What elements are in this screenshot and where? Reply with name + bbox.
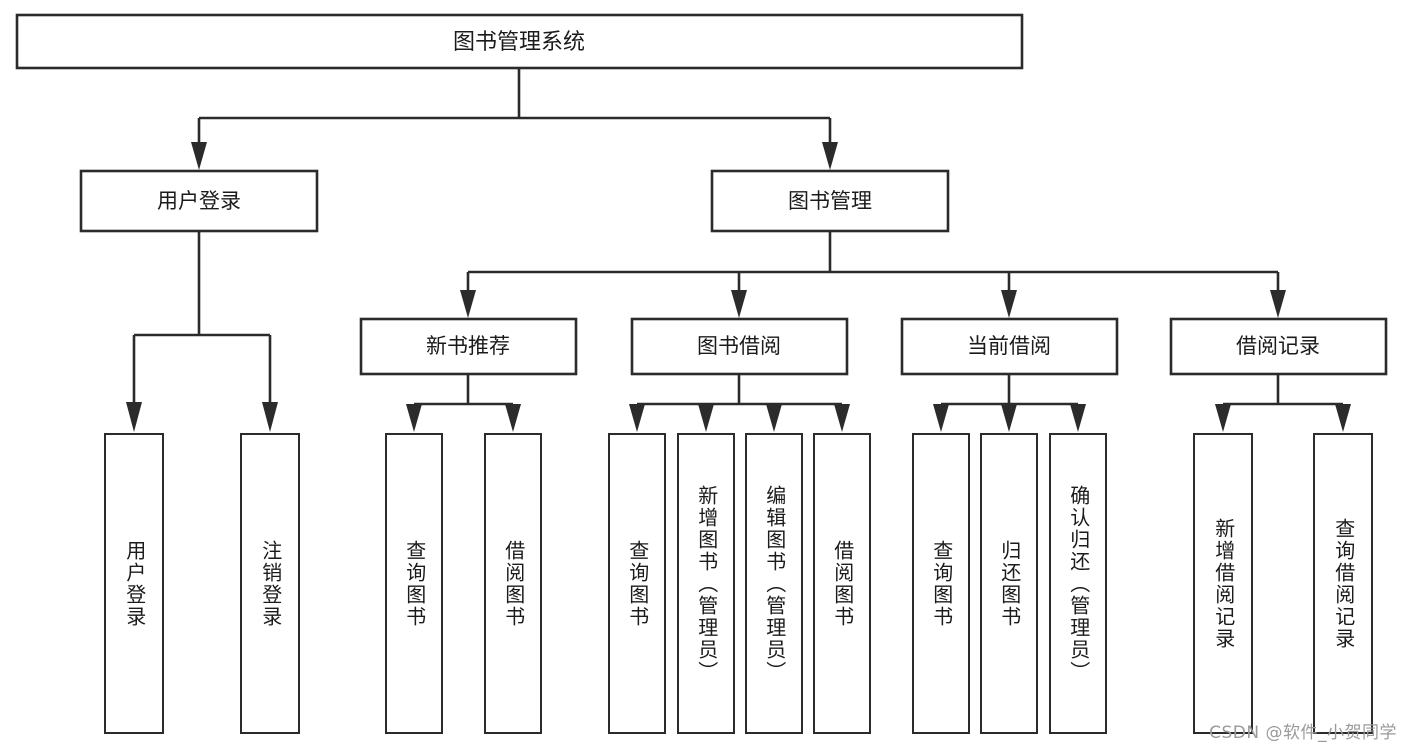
arrow-bookmgmt-to-newbook	[460, 290, 476, 318]
leaf-current-borrow-2-label: 归还图书	[997, 539, 1022, 628]
leaf-borrow-record-1-label: 新增借阅记录	[1211, 517, 1236, 650]
node-new-book-recommend[interactable]: 新书推荐	[359, 317, 578, 376]
arrow-newbook-leaf-1	[406, 404, 422, 432]
node-new-book-recommend-label: 新书推荐	[426, 334, 510, 358]
node-root-rect	[15, 13, 1024, 70]
arrow-borrow-leaf-3	[766, 404, 782, 432]
leaf-book-borrow-2[interactable]: 新增图书（管理员）	[677, 433, 735, 734]
leaf-borrow-record-2-label: 查询借阅记录	[1331, 517, 1356, 650]
node-book-management-rect	[710, 169, 950, 233]
node-borrow-record-rect	[1169, 317, 1388, 376]
arrow-record-leaf-1	[1215, 404, 1231, 432]
leaf-new-book-2-label: 借阅图书	[501, 539, 526, 628]
arrow-bookmgmt-to-current	[1001, 290, 1017, 318]
leaf-book-borrow-1-label: 查询图书	[625, 539, 650, 628]
node-root[interactable]: 图书管理系统	[15, 13, 1024, 70]
node-book-borrow-rect	[630, 317, 849, 376]
node-new-book-recommend-rect	[359, 317, 578, 376]
node-borrow-record[interactable]: 借阅记录	[1169, 317, 1388, 376]
arrow-current-leaf-1	[933, 404, 949, 432]
arrow-record-leaf-2	[1335, 404, 1351, 432]
node-user-login[interactable]: 用户登录	[79, 169, 319, 233]
leaf-book-borrow-4-label: 借阅图书	[830, 539, 855, 628]
arrow-borrow-leaf-2	[698, 404, 714, 432]
node-book-management-label: 图书管理	[788, 189, 872, 213]
leaf-book-borrow-2-label: 新增图书（管理员）	[694, 484, 719, 683]
leaf-current-borrow-3-label: 确认归还（管理员）	[1066, 484, 1091, 683]
leaf-book-borrow-3-label: 编辑图书（管理员）	[762, 484, 787, 683]
arrow-borrow-leaf-4	[834, 404, 850, 432]
leaf-new-book-2[interactable]: 借阅图书	[484, 433, 542, 734]
node-book-borrow[interactable]: 图书借阅	[630, 317, 849, 376]
node-user-login-rect	[79, 169, 319, 233]
arrow-root-to-userlogin	[191, 142, 207, 170]
leaf-current-borrow-3[interactable]: 确认归还（管理员）	[1049, 433, 1107, 734]
node-layer: 图书管理系统 用户登录 图书管理 新书推荐 图书借阅	[15, 13, 1388, 376]
edge-layer	[126, 68, 1351, 432]
node-book-management[interactable]: 图书管理	[710, 169, 950, 233]
arrow-userlogin-leaf-1	[126, 402, 142, 432]
node-user-login-label: 用户登录	[157, 189, 241, 213]
leaf-user-login-1-label: 用户登录	[122, 539, 147, 628]
leaf-user-login-1[interactable]: 用户登录	[104, 433, 164, 734]
leaf-user-login-2-label: 注销登录	[258, 539, 283, 628]
leaf-borrow-record-2[interactable]: 查询借阅记录	[1313, 433, 1373, 734]
leaf-user-login-2[interactable]: 注销登录	[240, 433, 300, 734]
leaf-book-borrow-4[interactable]: 借阅图书	[813, 433, 871, 734]
arrow-newbook-leaf-2	[505, 404, 521, 432]
leaf-new-book-1-label: 查询图书	[402, 539, 427, 628]
leaf-book-borrow-1[interactable]: 查询图书	[608, 433, 666, 734]
node-current-borrow-label: 当前借阅	[967, 334, 1051, 358]
leaf-book-borrow-3[interactable]: 编辑图书（管理员）	[745, 433, 803, 734]
node-current-borrow-rect	[900, 317, 1119, 376]
arrow-root-to-bookmgmt	[822, 142, 838, 170]
node-current-borrow[interactable]: 当前借阅	[900, 317, 1119, 376]
leaf-current-borrow-1[interactable]: 查询图书	[912, 433, 970, 734]
arrow-bookmgmt-to-borrow	[731, 290, 747, 318]
arrow-bookmgmt-to-record	[1270, 290, 1286, 318]
leaf-borrow-record-1[interactable]: 新增借阅记录	[1193, 433, 1253, 734]
node-root-label: 图书管理系统	[453, 30, 585, 55]
watermark-text: CSDN @软件_小贺同学	[1209, 723, 1397, 743]
arrow-userlogin-leaf-2	[262, 402, 278, 432]
node-book-borrow-label: 图书借阅	[697, 334, 781, 358]
leaf-new-book-1[interactable]: 查询图书	[385, 433, 443, 734]
arrow-current-leaf-2	[1001, 404, 1017, 432]
arrow-borrow-leaf-1	[629, 404, 645, 432]
leaf-current-borrow-2[interactable]: 归还图书	[980, 433, 1038, 734]
node-borrow-record-label: 借阅记录	[1236, 334, 1320, 358]
arrow-current-leaf-3	[1070, 404, 1086, 432]
leaf-current-borrow-1-label: 查询图书	[929, 539, 954, 628]
